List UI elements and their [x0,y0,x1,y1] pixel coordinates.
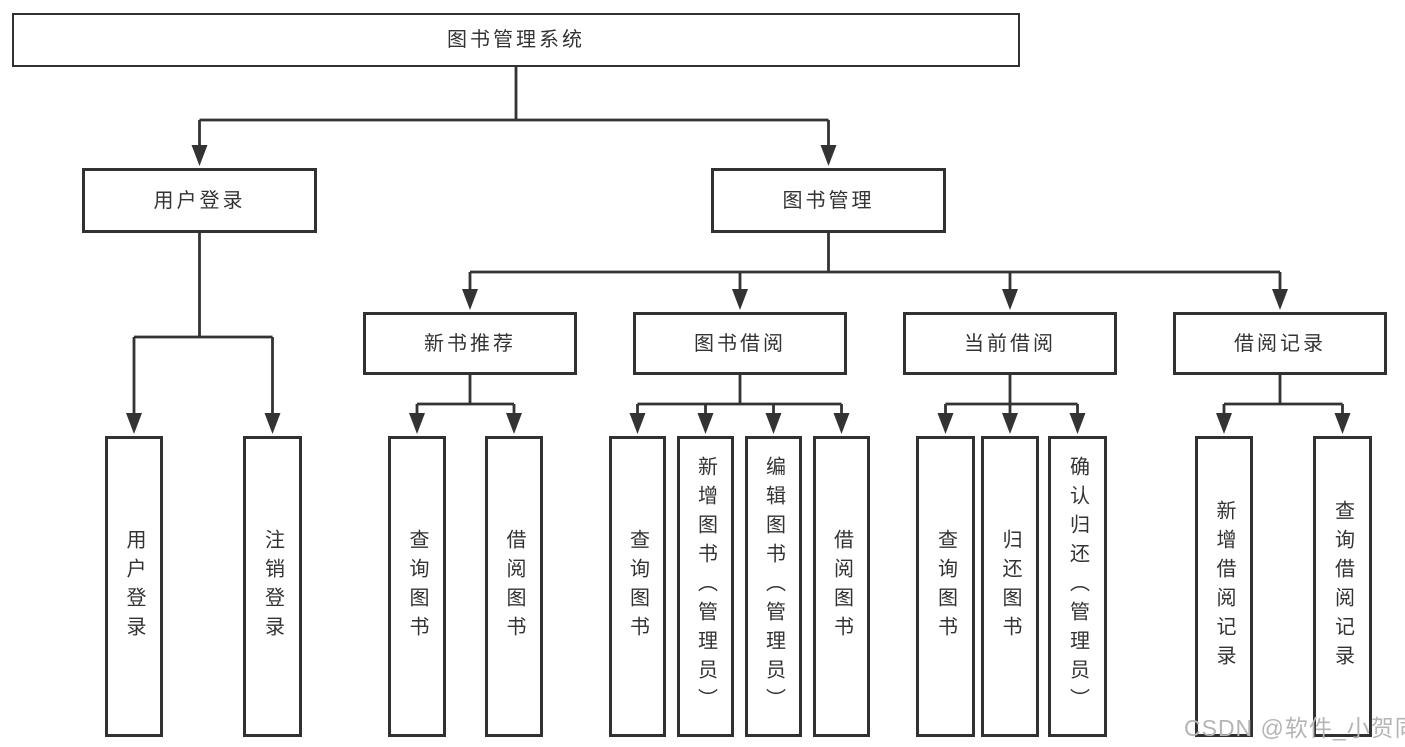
leaf-nbr-borrow-books: 借阅图书 [485,436,543,737]
leaf-user-login-label: 用户登录 [123,528,145,645]
leaf-bb-edit-books-admin-label: 编辑图书（管理员） [762,456,785,717]
leaf-bb-borrow-books-label: 借阅图书 [830,528,853,645]
leaf-bb-query-books-label: 查询图书 [626,528,649,645]
leaf-logout: 注销登录 [243,436,302,737]
node-book-borrowing: 图书借阅 [633,312,847,375]
leaf-br-query-borrow-record-label: 查询借阅记录 [1331,499,1354,674]
leaf-logout-label: 注销登录 [261,528,284,645]
leaf-cb-confirm-return-admin-label: 确认归还（管理员） [1066,456,1089,717]
leaf-user-login: 用户登录 [105,436,163,737]
leaf-nbr-query-books-label: 查询图书 [406,528,428,645]
node-current-borrowing: 当前借阅 [903,312,1117,375]
leaf-bb-add-books-admin-label: 新增图书（管理员） [694,456,717,717]
leaf-br-query-borrow-record: 查询借阅记录 [1313,436,1372,737]
node-new-book-recommendation: 新书推荐 [363,312,577,375]
leaf-cb-query-books: 查询图书 [916,436,975,737]
leaf-br-add-borrow-record: 新增借阅记录 [1195,436,1253,737]
leaf-cb-confirm-return-admin: 确认归还（管理员） [1048,436,1107,737]
leaf-bb-query-books: 查询图书 [609,436,666,737]
node-library-system: 图书管理系统 [12,13,1020,67]
leaf-cb-return-books: 归还图书 [981,436,1039,737]
leaf-nbr-borrow-books-label: 借阅图书 [503,528,525,645]
leaf-nbr-query-books: 查询图书 [388,436,446,737]
node-borrowing-records: 借阅记录 [1173,312,1387,375]
leaf-cb-query-books-label: 查询图书 [934,528,957,645]
leaf-bb-borrow-books: 借阅图书 [813,436,870,737]
leaf-bb-edit-books-admin: 编辑图书（管理员） [745,436,802,737]
watermark-text: CSDN @软件_小贺同学 [1184,715,1405,741]
leaf-bb-add-books-admin: 新增图书（管理员） [677,436,734,737]
leaf-cb-return-books-label: 归还图书 [999,528,1021,645]
node-user-login: 用户登录 [82,168,317,233]
leaf-br-add-borrow-record-label: 新增借阅记录 [1213,499,1235,674]
node-book-management: 图书管理 [711,168,946,233]
